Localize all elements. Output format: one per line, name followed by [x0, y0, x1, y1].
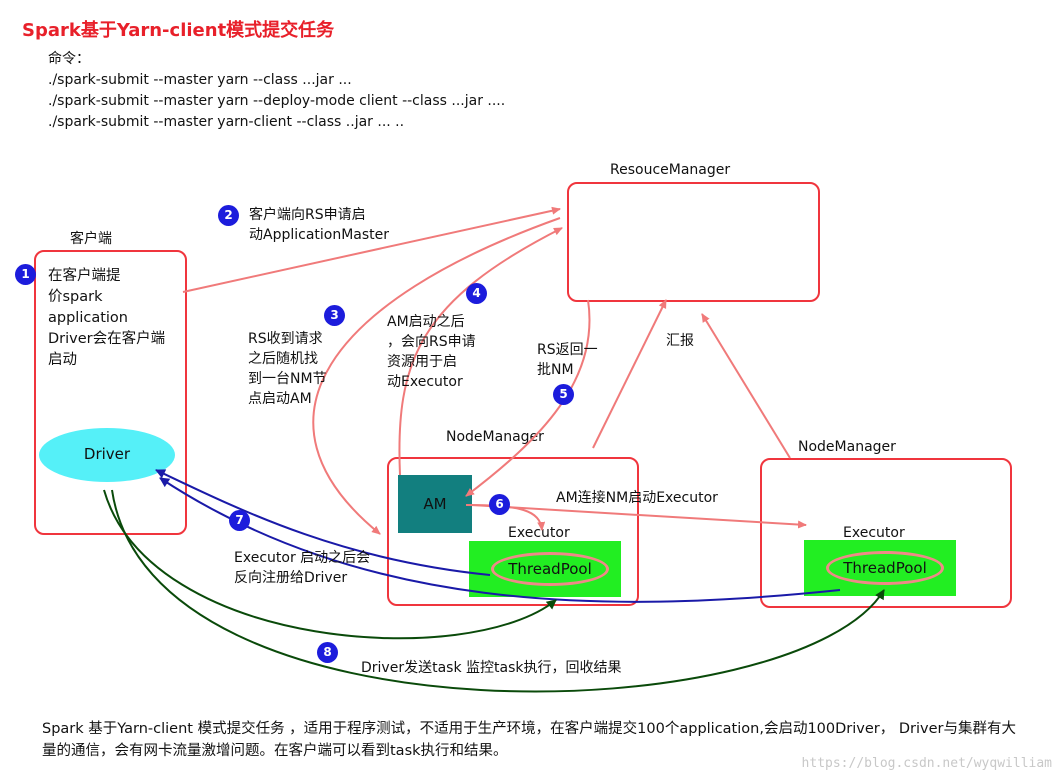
command-line-2: ./spark-submit --master yarn --deploy-mo…	[48, 93, 506, 109]
executor-1-label: Executor	[508, 525, 570, 541]
threadpool-1: ThreadPool	[491, 552, 609, 586]
resource-manager-title: ResouceManager	[610, 162, 731, 178]
arrow-am-to-rm	[398, 227, 563, 476]
arrow-rm-to-am	[465, 299, 591, 497]
step-3-badge: 3	[324, 305, 345, 326]
client-description: 在客户端提 价spark application Driver会在客户端 启动	[48, 268, 166, 368]
client-box	[34, 250, 187, 535]
client-title: 客户端	[70, 231, 112, 247]
arrow-driver-to-executor1	[103, 489, 557, 640]
footer-description: Spark 基于Yarn-client 模式提交任务 ，适用于程序测试，不适用于…	[42, 721, 1016, 759]
watermark: https://blog.csdn.net/wyqwilliam	[801, 756, 1052, 771]
step-1-badge: 1	[15, 264, 36, 285]
step-7-text: Executor 启动之后会 反向注册给Driver	[234, 550, 371, 586]
step-7-badge: 7	[229, 510, 250, 531]
driver-node: Driver	[39, 428, 175, 482]
node-manager-2-box	[760, 458, 1012, 608]
application-master-node: AM	[398, 475, 472, 533]
threadpool-2: ThreadPool	[826, 551, 944, 585]
diagram-title: Spark基于Yarn-client模式提交任务	[22, 20, 335, 41]
step-3-text: RS收到请求 之后随机找 到一台NM节 点启动AM	[248, 331, 327, 407]
step-8-badge: 8	[317, 642, 338, 663]
command-label: 命令：	[48, 51, 90, 67]
step-6-badge: 6	[489, 494, 510, 515]
step-5-badge: 5	[553, 384, 574, 405]
step-6-text: AM连接NM启动Executor	[556, 490, 718, 506]
step-4-badge: 4	[466, 283, 487, 304]
step-2-text: 客户端向RS申请启 动ApplicationMaster	[249, 207, 390, 243]
arrow-nm2-report	[701, 313, 791, 459]
step-5-text: RS返回一 批NM	[537, 342, 598, 378]
arrow-rm-to-nm1	[312, 217, 561, 535]
node-manager-1-title: NodeManager	[446, 429, 544, 445]
node-manager-2-title: NodeManager	[798, 439, 896, 455]
step-2-badge: 2	[218, 205, 239, 226]
command-line-3: ./spark-submit --master yarn-client --cl…	[48, 114, 405, 130]
report-label: 汇报	[666, 333, 694, 349]
arrow-am-to-executor2	[471, 504, 807, 529]
step-4-text: AM启动之后 ，会向RS申请 资源用于启 动Executor	[387, 314, 476, 390]
arrow-executor1-register	[155, 469, 491, 576]
step-8-text: Driver发送task 监控task执行，回收结果	[361, 660, 622, 676]
arrow-driver-to-executor2	[111, 489, 885, 693]
arrow-nm1-report	[592, 299, 667, 449]
executor-2-label: Executor	[843, 525, 905, 541]
command-line-1: ./spark-submit --master yarn --class ...…	[48, 72, 352, 88]
resource-manager-box	[567, 182, 820, 302]
arrow-client-to-rm	[182, 206, 561, 293]
